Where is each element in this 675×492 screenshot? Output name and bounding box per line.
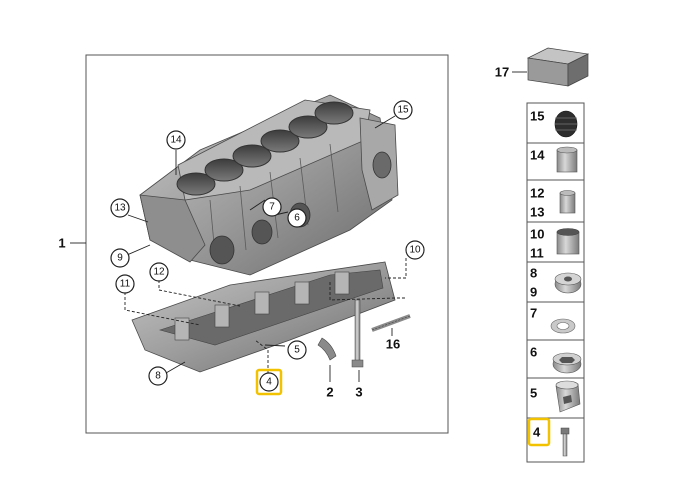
svg-text:15: 15 <box>530 109 544 124</box>
sidebar-row-10-11[interactable]: 10 11 <box>530 227 580 261</box>
callout-11[interactable]: 11 <box>115 274 135 294</box>
plug-sleeve-illustration <box>555 380 581 413</box>
sleeve-illustration <box>556 146 578 173</box>
part-16-stud-illustration <box>371 314 411 332</box>
svg-text:8: 8 <box>155 371 161 382</box>
hex-plug-illustration <box>552 352 582 374</box>
bolt-illustration <box>560 427 570 457</box>
callout-6[interactable]: 6 <box>287 208 307 228</box>
sidebar-row-14[interactable]: 14 <box>530 146 578 173</box>
svg-text:6: 6 <box>530 345 537 360</box>
callout-14[interactable]: 14 <box>166 130 186 150</box>
sealant-box-illustration <box>526 47 590 87</box>
sidebar-row-12-13[interactable]: 12 13 <box>530 186 576 220</box>
part-17[interactable]: 17 <box>495 47 590 87</box>
bushing-illustration <box>556 228 580 255</box>
svg-text:13: 13 <box>114 203 126 214</box>
svg-text:1: 1 <box>58 236 65 251</box>
sidebar-row-6[interactable]: 6 <box>530 345 582 374</box>
callout-4-highlighted[interactable]: 4 <box>255 368 283 396</box>
sealing-ring-illustration <box>550 318 576 334</box>
svg-text:4: 4 <box>533 425 541 440</box>
svg-text:15: 15 <box>397 105 409 116</box>
svg-text:12: 12 <box>153 267 165 278</box>
part-label-16[interactable]: 16 <box>386 337 400 352</box>
screw-plug-illustration <box>554 272 582 294</box>
part-label-3[interactable]: 3 <box>355 385 362 400</box>
callout-13[interactable]: 13 <box>110 198 130 218</box>
callout-7[interactable]: 7 <box>262 197 282 217</box>
svg-text:11: 11 <box>530 246 544 261</box>
sidebar-row-4-highlighted[interactable]: 4 <box>527 417 570 457</box>
diagram-frame <box>85 54 449 434</box>
svg-text:14: 14 <box>530 148 545 163</box>
sidebar-highlight-frame <box>527 417 551 447</box>
callout-12[interactable]: 12 <box>149 262 169 282</box>
callout-9[interactable]: 9 <box>110 248 130 268</box>
svg-text:4: 4 <box>266 377 272 388</box>
callout-leaders <box>124 115 407 382</box>
svg-text:5: 5 <box>294 345 300 356</box>
svg-text:6: 6 <box>294 213 300 224</box>
svg-text:9: 9 <box>117 253 123 264</box>
svg-text:17: 17 <box>495 65 509 80</box>
part-label-2[interactable]: 2 <box>326 385 333 400</box>
highlight-frame <box>255 368 283 396</box>
svg-text:10: 10 <box>409 245 421 256</box>
part-label-1[interactable]: 1 <box>58 236 86 251</box>
svg-text:11: 11 <box>120 279 131 290</box>
svg-text:10: 10 <box>530 227 544 242</box>
svg-text:7: 7 <box>269 202 275 213</box>
part-3-bolt-illustration <box>351 299 364 368</box>
dowel-sleeve-illustration <box>559 190 576 214</box>
grommet-illustration <box>554 110 578 138</box>
sidebar-row-8-9[interactable]: 8 9 <box>530 266 582 300</box>
sidebar-row-7[interactable]: 7 <box>530 306 576 334</box>
svg-text:13: 13 <box>530 205 544 220</box>
callout-8[interactable]: 8 <box>148 366 168 386</box>
engine-block-illustration <box>131 94 399 373</box>
svg-text:14: 14 <box>170 135 182 146</box>
svg-text:9: 9 <box>530 285 537 300</box>
part-2-clip-illustration <box>317 337 337 382</box>
svg-text:5: 5 <box>530 386 537 401</box>
sidebar-row-5[interactable]: 5 <box>530 380 581 413</box>
svg-text:7: 7 <box>530 306 537 321</box>
sidebar-row-15[interactable]: 15 <box>530 109 578 138</box>
callout-15[interactable]: 15 <box>393 100 413 120</box>
callout-10[interactable]: 10 <box>405 240 425 260</box>
svg-text:12: 12 <box>530 186 544 201</box>
callout-5[interactable]: 5 <box>287 340 307 360</box>
svg-text:8: 8 <box>530 266 537 281</box>
